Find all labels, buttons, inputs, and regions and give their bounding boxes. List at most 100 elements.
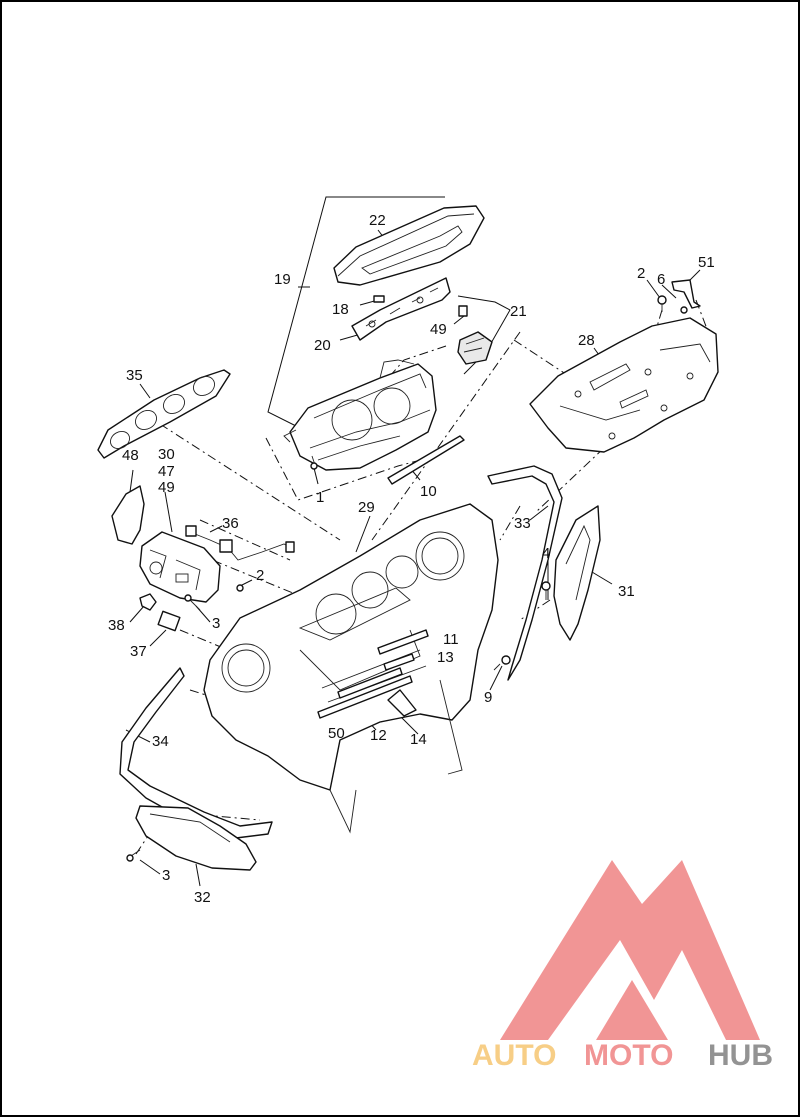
leader-31	[591, 571, 613, 585]
dash-line-36	[199, 519, 291, 561]
part-36-wiring-harness	[185, 525, 295, 561]
part-48-cover	[111, 485, 145, 545]
part-31-side-panel	[553, 505, 601, 641]
callout-18: 18	[332, 301, 349, 318]
part-12-trim-strip	[337, 667, 403, 699]
part-30-speaker-module	[139, 531, 221, 603]
part-38-grommet	[139, 593, 157, 611]
part-51-bracket	[671, 279, 701, 309]
callout-3-left: 3	[212, 615, 220, 632]
watermark-text-hub: HUB	[708, 1039, 773, 1072]
part-50-seal	[317, 675, 413, 719]
bracket-19	[267, 196, 445, 429]
callout-51: 51	[698, 254, 715, 271]
leader-35	[139, 383, 151, 399]
callout-49-top: 49	[430, 321, 447, 338]
part-34-left-gasket	[119, 667, 273, 839]
dash-line-35	[159, 423, 341, 541]
callout-49-left: 49	[158, 479, 175, 496]
callout-11: 11	[443, 631, 459, 648]
part-20-mounting-strip	[351, 277, 451, 341]
part-49-top-bracket	[457, 305, 493, 365]
part-3-bottom-screw	[126, 849, 141, 862]
part-11-trim-strip	[377, 629, 429, 655]
callout-38: 38	[108, 617, 125, 634]
callout-1: 1	[316, 489, 324, 506]
part-2-left-screw	[236, 584, 244, 592]
leader-32	[195, 863, 201, 887]
callout-29: 29	[358, 499, 375, 516]
callout-37: 37	[130, 643, 147, 660]
callout-36: 36	[222, 515, 239, 532]
leader-37	[149, 629, 167, 647]
leader-48	[129, 469, 134, 493]
callout-12: 12	[370, 727, 387, 744]
callout-22: 22	[369, 212, 386, 229]
callout-20: 20	[314, 337, 331, 354]
callout-10: 10	[420, 483, 437, 500]
part-3-left-screw	[184, 594, 201, 611]
leader-3b	[139, 859, 161, 875]
part-4-screw	[541, 581, 551, 600]
callout-9: 9	[484, 689, 492, 706]
callout-32: 32	[194, 889, 211, 906]
dash-line-bracket	[371, 331, 521, 541]
callout-21: 21	[510, 303, 527, 320]
part-6-screw	[680, 306, 688, 314]
leader-33	[529, 505, 549, 521]
callout-labels: 22 19 18 20 21 49 2 6 51 28 35 1 10 30 4…	[108, 212, 715, 906]
callout-14: 14	[410, 731, 427, 748]
callout-13: 13	[437, 649, 454, 666]
part-2-top-screw	[657, 295, 667, 312]
dash-line-33	[499, 505, 521, 541]
callout-31: 31	[618, 583, 635, 600]
callout-2-top: 2	[637, 265, 645, 282]
part-1-screw	[310, 455, 318, 470]
callout-19: 19	[274, 271, 291, 288]
leader-2a	[646, 279, 661, 299]
part-37-switch	[157, 610, 181, 632]
part-29-inner-fairing	[203, 503, 499, 834]
callout-34: 34	[152, 733, 169, 750]
dash-line-cluster	[375, 345, 447, 393]
leader-6	[661, 284, 677, 299]
part-32-lower-panel	[135, 805, 257, 871]
watermark-text-moto: MOTO	[584, 1039, 673, 1072]
part-13-trim-strip	[383, 653, 415, 671]
watermark-triangle-icon	[500, 860, 760, 1040]
part-14-bracket	[387, 689, 417, 717]
callout-33: 33	[514, 515, 531, 532]
part-33-right-gasket	[487, 465, 563, 681]
leader-49b	[164, 491, 173, 533]
callout-47: 47	[158, 463, 175, 480]
callout-50: 50	[328, 725, 345, 742]
callout-2-left: 2	[256, 567, 264, 584]
callout-30: 30	[158, 446, 175, 463]
leader-29	[355, 515, 371, 553]
part-22-top-cap	[333, 205, 485, 286]
callout-4: 4	[542, 545, 550, 562]
leader-1	[313, 467, 319, 485]
leader-9	[489, 665, 503, 691]
callout-28: 28	[578, 332, 595, 349]
callout-35: 35	[126, 367, 143, 384]
callout-3-bottom: 3	[162, 867, 170, 884]
part-10-seal-strip	[387, 435, 465, 485]
part-9-screw	[493, 655, 511, 671]
leader-36	[209, 525, 223, 533]
callout-6: 6	[657, 271, 665, 288]
part-28-mounting-plate	[529, 317, 719, 453]
automotohub-watermark: AUTO MOTO HUB	[472, 860, 773, 1072]
dash-line-plate	[513, 339, 591, 391]
callout-48: 48	[122, 447, 139, 464]
watermark-text-auto: AUTO	[472, 1039, 556, 1072]
leader-49a	[453, 315, 465, 325]
part-18-clip	[373, 295, 385, 303]
leader-38	[129, 605, 145, 623]
dash-line-plate-b	[535, 447, 605, 513]
dash-line-31	[519, 599, 551, 621]
leader-14	[399, 715, 419, 735]
part-35-gauge-bezel	[97, 369, 231, 459]
